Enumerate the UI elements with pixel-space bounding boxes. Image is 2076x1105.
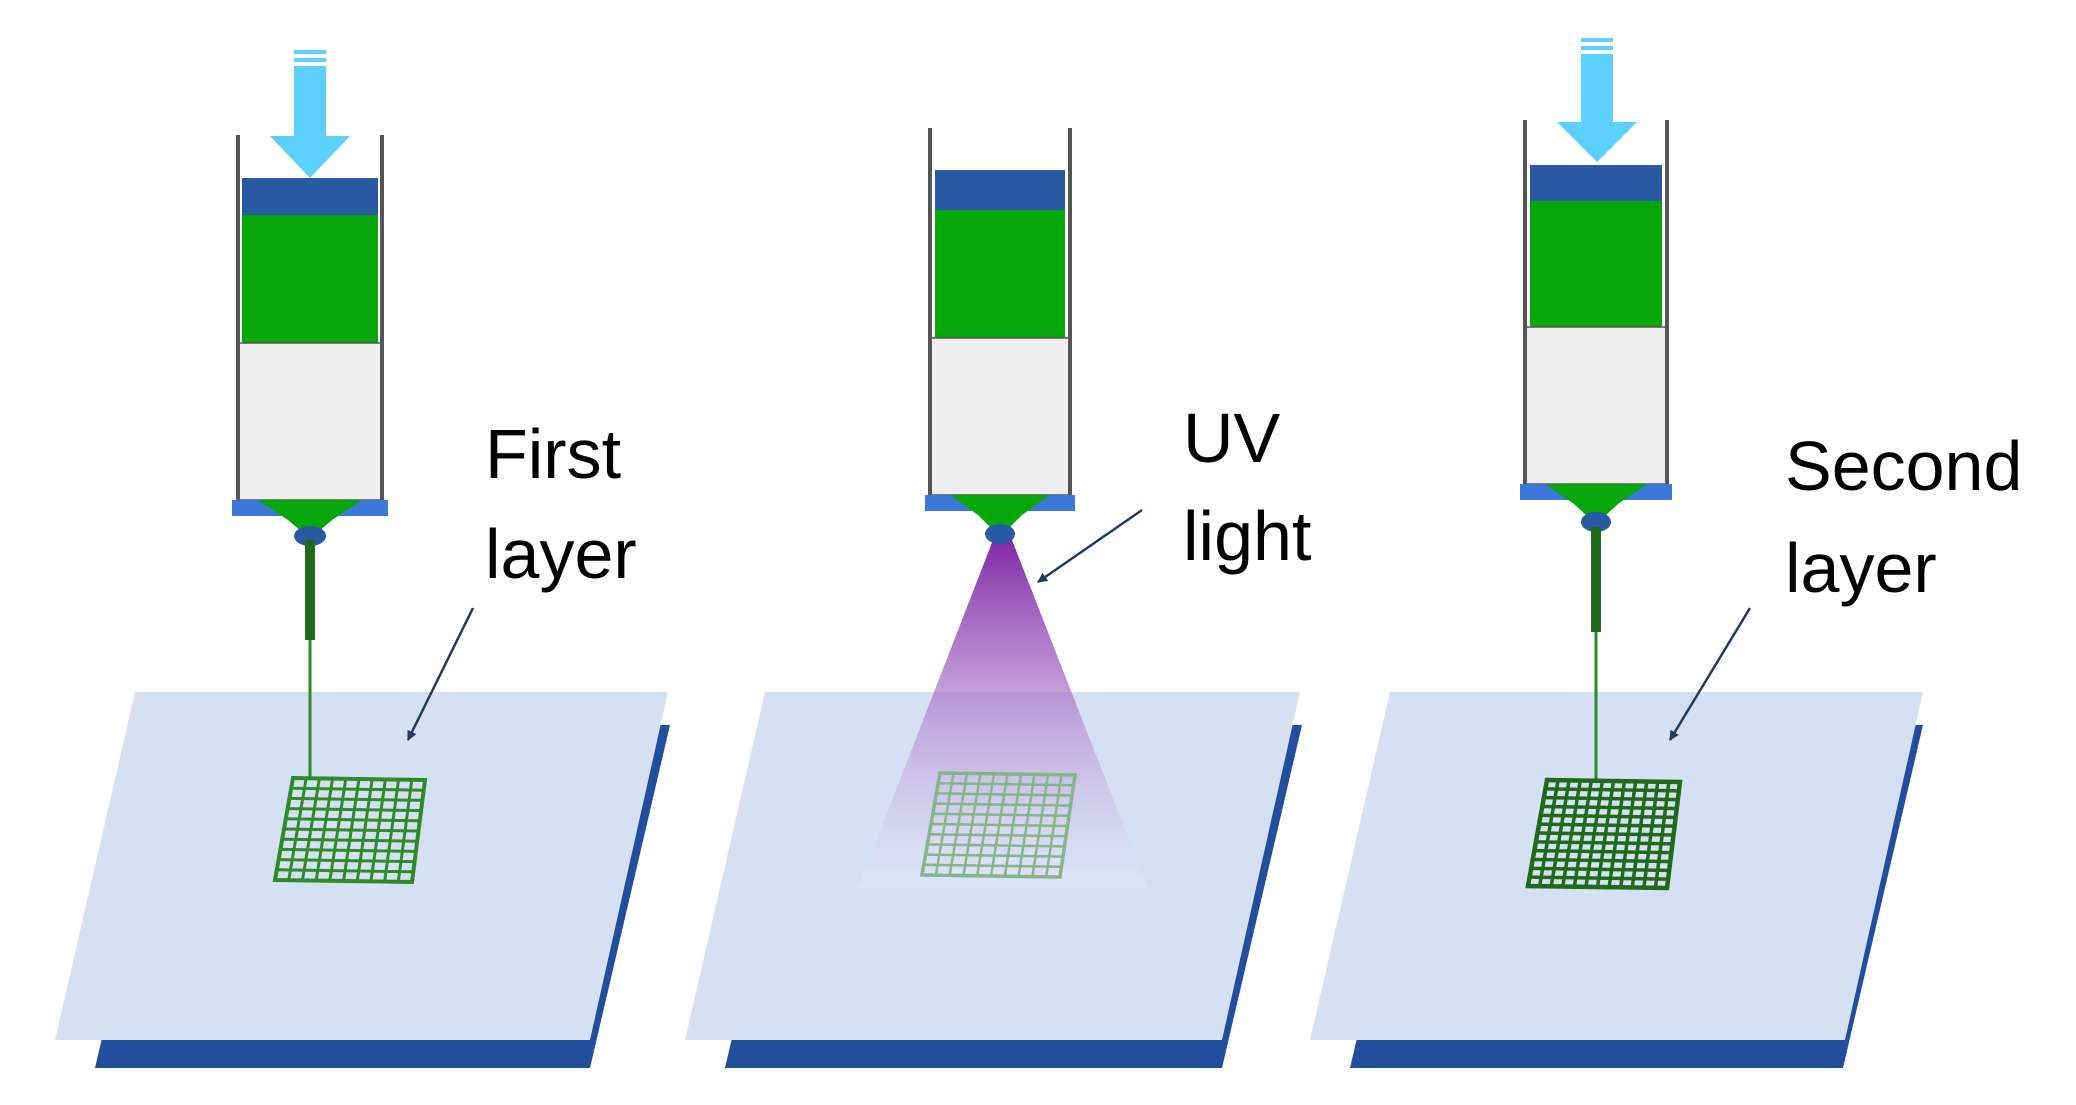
- panel-uv-light: UV light: [685, 128, 1311, 1068]
- label-first-line2: layer: [485, 515, 637, 593]
- press-arrow-icon: [1557, 38, 1637, 162]
- syringe: [925, 128, 1075, 544]
- panel-second-layer: Second layer: [1310, 38, 2022, 1068]
- substrate-plate: [1310, 692, 1923, 1068]
- syringe: [1520, 120, 1672, 780]
- cured-mesh: [919, 771, 1078, 879]
- label-uv-line1: UV: [1183, 399, 1281, 477]
- syringe: [232, 135, 388, 780]
- panel-first-layer: First layer: [55, 50, 670, 1068]
- label-first-line1: First: [485, 415, 621, 493]
- press-arrow-icon: [270, 50, 350, 178]
- label-uv-line2: light: [1183, 497, 1311, 575]
- label-second-line2: layer: [1785, 529, 1937, 607]
- label-second-line1: Second: [1785, 427, 2022, 505]
- substrate-plate: [55, 692, 670, 1068]
- printed-mesh-second: [1525, 777, 1683, 891]
- pointer-arrow-icon: [1668, 607, 1752, 741]
- pointer-arrow-icon: [1037, 508, 1143, 584]
- uv-cone-icon: [858, 540, 1148, 888]
- printed-mesh-first: [272, 775, 428, 885]
- pointer-arrow-icon: [406, 607, 475, 741]
